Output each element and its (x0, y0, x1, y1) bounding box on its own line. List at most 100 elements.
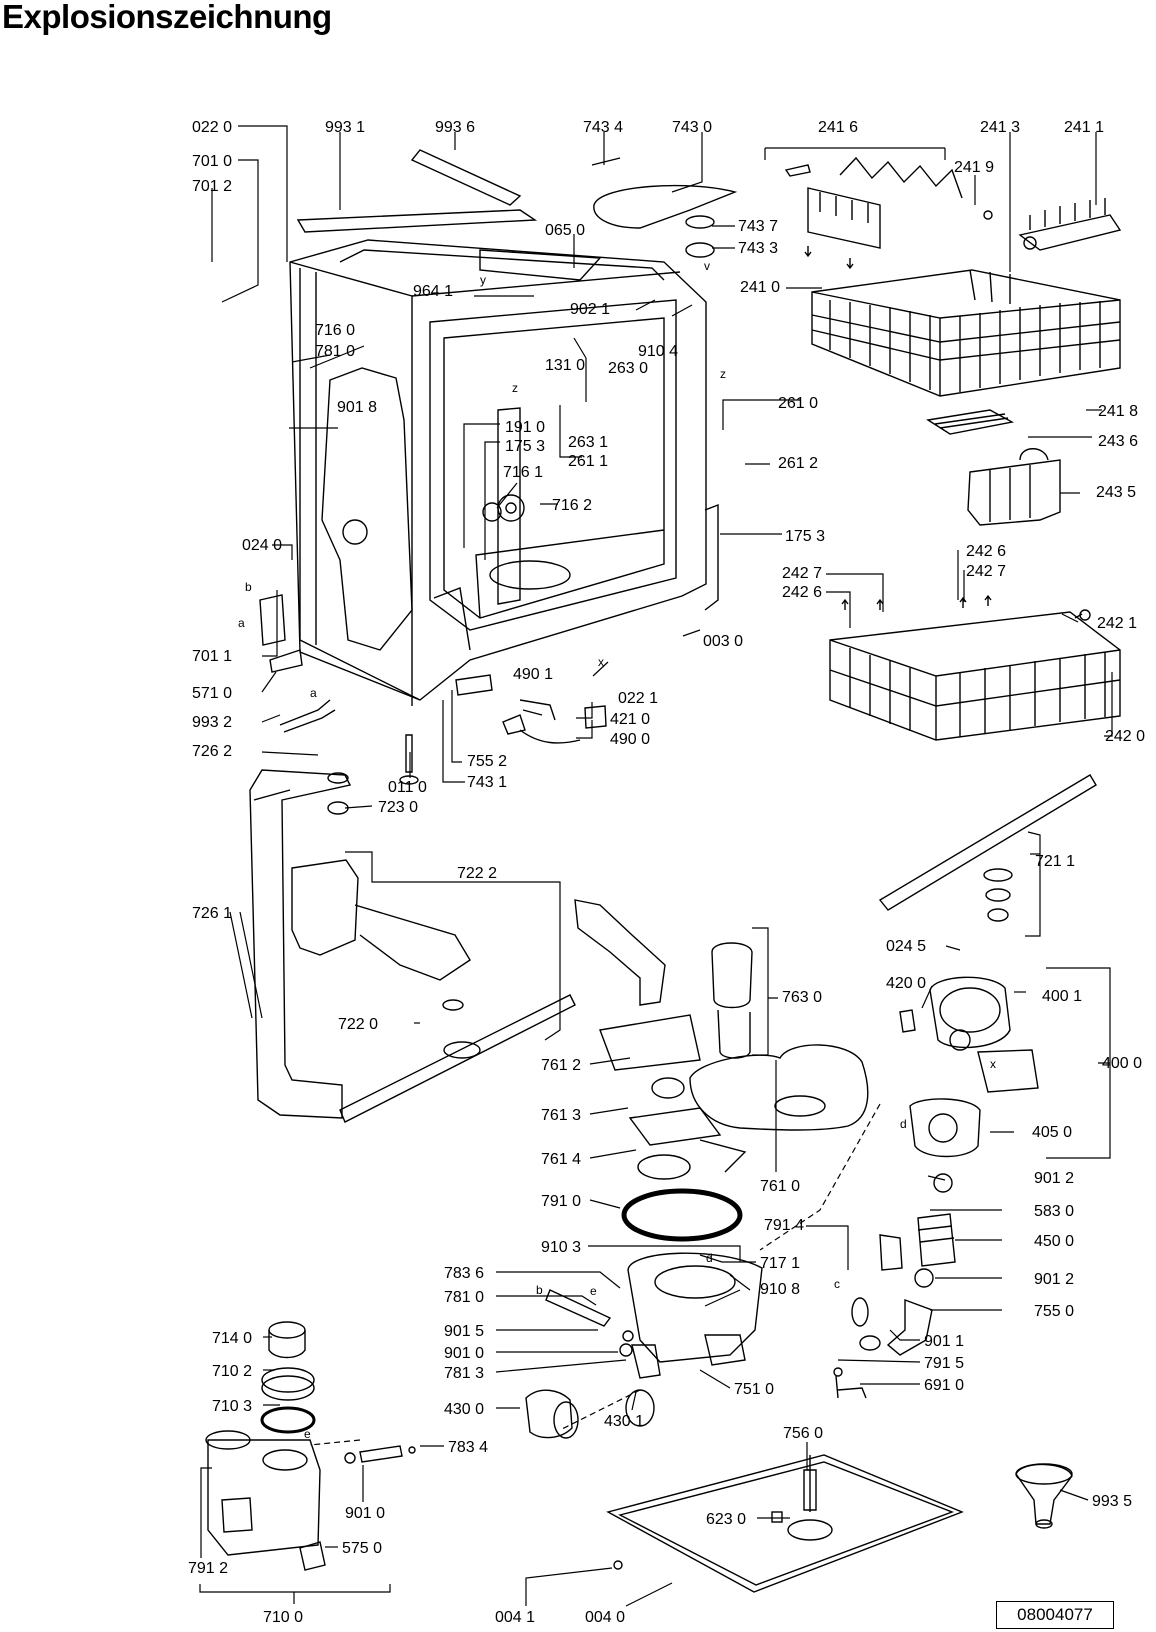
leader-line (1025, 831, 1041, 937)
callout-label: 993 5 (1092, 1493, 1132, 1510)
leader-line (631, 1391, 637, 1411)
connection-letter: d (900, 1117, 907, 1131)
callout-label: 430 0 (444, 1401, 484, 1418)
callout-label: 721 1 (1035, 853, 1075, 870)
callout-label: 722 0 (338, 1016, 378, 1033)
dashed-connector (309, 1439, 361, 1446)
callout-label: 755 2 (467, 753, 507, 770)
callout-label: 405 0 (1032, 1124, 1072, 1141)
callout-label: 743 3 (738, 240, 778, 257)
sump-seal-ring (621, 1188, 743, 1242)
callout-label: 781 0 (444, 1289, 484, 1306)
leader-line (704, 1274, 751, 1307)
callout-label: 761 3 (541, 1107, 581, 1124)
callout-label: 421 0 (610, 711, 650, 728)
connection-letter: a (238, 616, 245, 630)
callout-label: 910 3 (541, 1239, 581, 1256)
rack-clip-zigzag (839, 156, 963, 199)
callout-label: 783 4 (448, 1439, 488, 1456)
callout-label: 993 2 (192, 714, 232, 731)
callout-label: 710 3 (212, 1398, 252, 1415)
leader-line (442, 700, 465, 783)
dashed-connector (559, 1389, 641, 1431)
callout-label: 024 0 (242, 537, 282, 554)
callout-label: 242 6 (782, 584, 822, 601)
leader-line (826, 573, 884, 612)
connection-letter: y (480, 273, 486, 287)
drain-pump (525, 1389, 573, 1439)
callout-label: 993 6 (435, 119, 475, 136)
callout-label: 743 4 (583, 119, 623, 136)
callout-label: 242 6 (966, 543, 1006, 560)
callout-label: 400 0 (1102, 1055, 1142, 1072)
leader-line (589, 1199, 621, 1209)
callout-label: 701 1 (192, 648, 232, 665)
connection-letter: x (598, 655, 604, 669)
callout-label: 716 2 (552, 497, 592, 514)
cutlery-basket (967, 459, 1061, 526)
leader-line (1104, 672, 1113, 737)
leader-line (495, 1359, 627, 1373)
cup-shelf (926, 409, 1015, 435)
connection-letter: z (512, 381, 518, 395)
callout-label: 743 7 (738, 218, 778, 235)
callout-label: 261 0 (778, 395, 818, 412)
filter-cylinder (711, 942, 753, 1009)
callout-label: 490 0 (610, 731, 650, 748)
leader-line (496, 1271, 621, 1289)
callout-label: 761 2 (541, 1057, 581, 1074)
leader-line (752, 927, 778, 1056)
salt-cap-ring (261, 1367, 315, 1393)
callout-label: 701 0 (192, 153, 232, 170)
filter-plate (689, 1044, 869, 1131)
connection-letter: x (990, 1057, 996, 1071)
callout-label: 781 3 (444, 1365, 484, 1382)
leader-line (588, 1245, 741, 1262)
callout-label: 763 0 (782, 989, 822, 1006)
callout-label: 131 0 (545, 357, 585, 374)
top-strip (410, 149, 522, 206)
leader-line (699, 1369, 731, 1389)
connection-letter: b (245, 580, 252, 594)
callout-label: 024 5 (886, 938, 926, 955)
callout-label: 175 3 (505, 438, 545, 455)
callout-label: 901 1 (924, 1333, 964, 1350)
callout-label: 901 2 (1034, 1271, 1074, 1288)
leader-line (682, 629, 701, 637)
upper-spray-arm (339, 994, 576, 1123)
leader-line (927, 1175, 946, 1181)
leader-line (722, 399, 800, 430)
callout-label: 450 0 (1034, 1233, 1074, 1250)
callout-label: 490 1 (513, 666, 553, 683)
connection-letter: v (704, 259, 710, 273)
callout-label: 571 0 (192, 685, 232, 702)
callout-label: 901 2 (1034, 1170, 1074, 1187)
callout-label: 241 9 (954, 159, 994, 176)
callout-label: 743 0 (672, 119, 712, 136)
callout-label: 901 0 (345, 1505, 385, 1522)
callout-label: 783 6 (444, 1265, 484, 1282)
leader-line (1061, 613, 1079, 623)
leader-line (576, 702, 593, 719)
leader-line (463, 423, 500, 548)
leader-line (291, 345, 365, 369)
callout-label: 964 1 (413, 283, 453, 300)
callout-label: 761 0 (760, 1178, 800, 1195)
callout-label: 261 2 (778, 455, 818, 472)
leader-line (625, 1582, 673, 1607)
callout-label: 623 0 (706, 1511, 746, 1528)
leader-line (496, 1295, 597, 1306)
callout-label: 575 0 (342, 1540, 382, 1557)
leader-line (229, 911, 263, 1019)
callout-label: 065 0 (545, 222, 585, 239)
callout-label: 714 0 (212, 1330, 252, 1347)
leader-line (837, 1359, 921, 1363)
leader-line (764, 147, 946, 160)
callout-label: 242 7 (782, 565, 822, 582)
leader-line (1059, 1489, 1089, 1501)
leader-line (272, 544, 293, 560)
callout-label: 791 4 (764, 1217, 804, 1234)
connection-letter: c (834, 1277, 840, 1291)
leader-line (344, 805, 373, 809)
leader-line (262, 590, 278, 657)
